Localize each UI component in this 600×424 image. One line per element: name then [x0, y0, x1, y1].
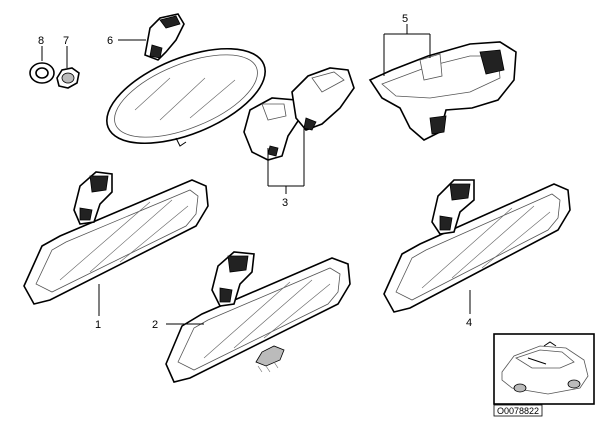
reference-code: O0078822: [497, 406, 539, 416]
callout-4: 4: [466, 317, 472, 329]
callout-7: 7: [63, 35, 69, 47]
part-6-oval-mirror: [106, 13, 266, 147]
part-7-nut: [56, 46, 80, 89]
part-5-housing: [368, 24, 517, 141]
callout-1: 1: [95, 319, 101, 331]
callout-6: 6: [107, 35, 113, 47]
callout-5: 5: [402, 13, 408, 25]
reference-code-box: [493, 404, 543, 417]
callout-3: 3: [282, 197, 288, 209]
vehicle-thumbnail: [493, 333, 595, 405]
part-2-mirror: [165, 251, 351, 383]
part-3-covers: [243, 67, 355, 194]
callout-2: 2: [152, 319, 158, 331]
part-1-mirror: [23, 171, 209, 316]
part-8-ring: [29, 46, 55, 84]
callout-8: 8: [38, 35, 44, 47]
part-4-mirror: [383, 179, 571, 314]
